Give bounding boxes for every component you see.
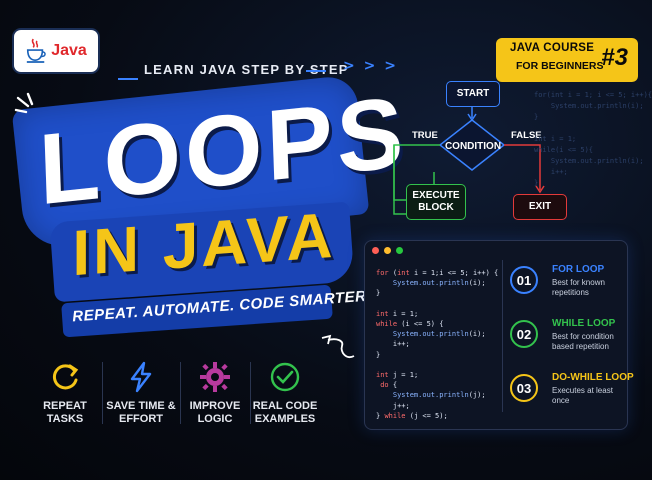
feature-label: SAVE TIME & EFFORT <box>106 400 176 425</box>
window-dot-green <box>396 247 403 254</box>
code-line: for (int i = 1;i <= 5; i++) { <box>376 269 499 277</box>
code-panel-divider <box>502 260 503 412</box>
flowchart-condition: CONDITION <box>444 141 502 152</box>
code-line: j++; <box>376 401 410 410</box>
loop-number: 03 <box>510 374 538 402</box>
loop-name: FOR LOOP <box>552 264 605 275</box>
code-panel <box>364 240 628 430</box>
divider <box>180 362 181 424</box>
java-logo-text: Java <box>51 42 87 59</box>
java-logo: Java <box>14 30 98 72</box>
flowchart-connectors <box>393 105 545 215</box>
code-line: do { <box>380 381 398 390</box>
coffee-cup-icon <box>27 38 46 63</box>
course-badge-line1: JAVA COURSE <box>510 42 595 54</box>
subtitle-line-right <box>306 70 326 72</box>
flowchart-false-label: FALSE <box>511 130 542 141</box>
flowchart-execute-block: EXECUTE BLOCK <box>406 184 466 220</box>
loop-name: WHILE LOOP <box>552 318 616 329</box>
feature-repeat: REPEAT TASKS <box>26 360 104 426</box>
feature-label: REPEAT TASKS <box>43 400 87 425</box>
code-line: } <box>376 289 381 298</box>
loop-description: Best for condition based repetition <box>552 332 614 351</box>
loop-number: 02 <box>510 320 538 348</box>
code-line: System.out.println(i); <box>392 330 486 339</box>
lightning-icon <box>130 361 152 393</box>
divider <box>250 362 251 424</box>
code-line: System.out.println(i); <box>392 279 486 288</box>
window-dot-red <box>372 247 379 254</box>
background-code: for(int i = 1; i <= 5; i++){ System.out.… <box>534 91 652 187</box>
loop-description: Best for known repetitions <box>552 278 605 297</box>
check-icon <box>270 362 300 392</box>
gear-icon <box>200 362 230 392</box>
code-line: System.out.println(j); <box>392 391 486 400</box>
code-line: } <box>376 350 381 359</box>
code-line: int i = 1; <box>376 309 419 318</box>
course-number: #3 <box>601 44 628 71</box>
code-line: int j = 1; <box>376 371 419 380</box>
feature-save-time: SAVE TIME & EFFORT <box>102 360 180 426</box>
code-block: for (int i = 1;i <= 5; i++) { System.out… <box>376 268 498 421</box>
code-line <box>376 299 498 309</box>
window-controls <box>372 247 403 254</box>
code-line: while (i <= 5) { <box>376 320 444 329</box>
loop-description: Executes at least once <box>552 386 613 405</box>
subtitle-line-left <box>118 78 138 80</box>
code-line: i++; <box>376 340 410 349</box>
loop-number: 01 <box>510 266 538 294</box>
feature-label: REAL CODE EXAMPLES <box>252 400 318 425</box>
spark-lines <box>14 92 34 114</box>
code-line: } while (j <= 5); <box>376 411 448 420</box>
course-badge-line2: FOR BEGINNERS <box>516 60 604 72</box>
feature-improve-logic: IMPROVE LOGIC <box>176 360 254 426</box>
curved-arrow-icon <box>321 334 355 358</box>
flowchart-true-label: TRUE <box>412 130 438 141</box>
chevrons: > > > <box>343 58 398 74</box>
repeat-icon <box>52 364 79 390</box>
flowchart-start: START <box>446 81 500 107</box>
course-badge: JAVA COURSE FOR BEGINNERS #3 <box>496 38 638 82</box>
feature-real-code: REAL CODE EXAMPLES <box>246 360 324 426</box>
flowchart-exit: EXIT <box>513 194 567 220</box>
subtitle: LEARN JAVA STEP BY STEP <box>144 62 349 77</box>
code-line <box>376 360 498 370</box>
feature-label: IMPROVE LOGIC <box>189 400 241 425</box>
loop-name: DO-WHILE LOOP <box>552 372 634 383</box>
divider <box>102 362 103 424</box>
window-dot-yellow <box>384 247 391 254</box>
